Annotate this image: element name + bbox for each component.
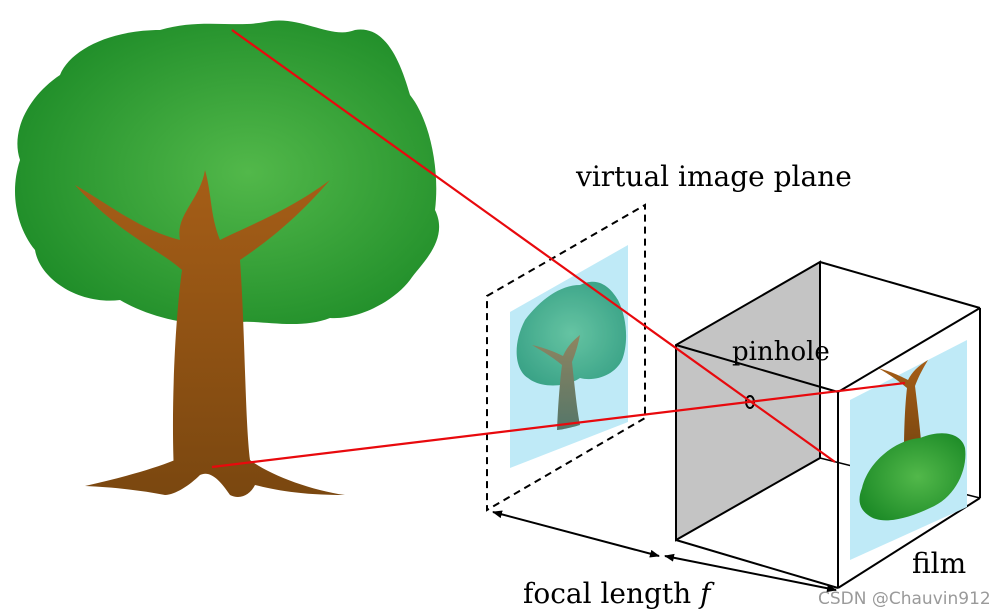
label-pinhole: pinhole xyxy=(732,337,830,367)
camera-box xyxy=(675,260,981,589)
light-rays xyxy=(211,29,906,469)
label-film: film xyxy=(912,547,966,580)
focal-length-arrow xyxy=(492,510,660,558)
label-focal-symbol: f xyxy=(698,577,715,610)
focal-length-dimension xyxy=(492,510,837,593)
camera-depth-arrow xyxy=(664,553,837,593)
tree xyxy=(15,20,440,497)
ray-treetop xyxy=(231,29,836,463)
watermark: CSDN @Chauvin912 xyxy=(818,589,991,609)
label-virtual-image-plane: virtual image plane xyxy=(575,160,852,193)
virtual-image-plane xyxy=(486,203,646,512)
virtual-plane-outline xyxy=(486,203,646,512)
tree-trunk xyxy=(75,170,345,497)
tree-foliage xyxy=(15,20,440,325)
label-focal-length-text: focal length xyxy=(523,577,691,610)
virtual-tree-image xyxy=(516,281,627,430)
ray-treebase xyxy=(211,381,906,469)
label-focal-length: focal length f xyxy=(523,577,715,610)
inverted-tree-image xyxy=(859,360,966,521)
